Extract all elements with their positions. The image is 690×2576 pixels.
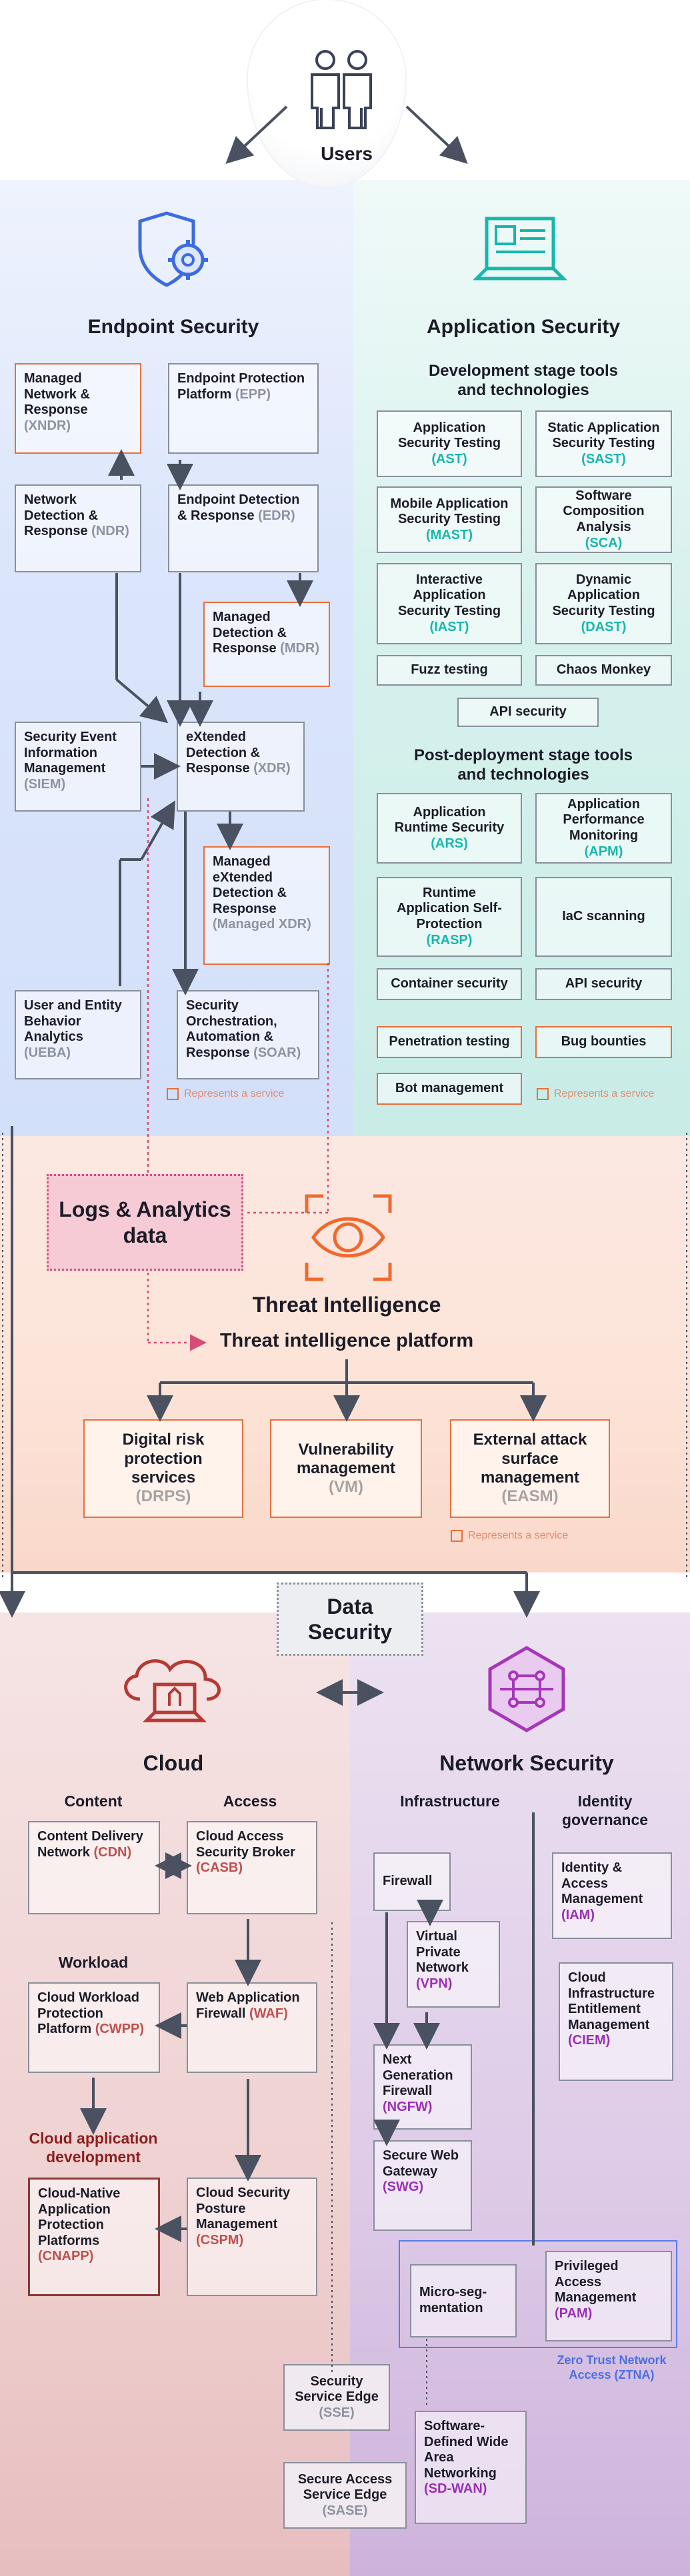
box-micro-segmentation: Micro-seg-mentation xyxy=(410,2264,517,2337)
cloud-title: Cloud xyxy=(143,1751,204,1775)
post-deploy-heading: Post-deployment stage tools and technolo… xyxy=(413,746,633,784)
endpoint-title: Endpoint Security xyxy=(87,316,259,338)
box-ast: Application Security Testing (AST) xyxy=(377,410,522,477)
box-pentest: Penetration testing xyxy=(377,1026,522,1058)
box-bot-management: Bot management xyxy=(377,1073,522,1105)
box-managed-xdr: Managed eXtended Detection & Response (M… xyxy=(203,846,330,965)
box-vm: Vulnerability management (VM) xyxy=(270,1419,422,1518)
box-ciem: Cloud Infrastructure Entitlement Managem… xyxy=(559,1962,673,2081)
dev-stage-heading: Development stage tools and technologies xyxy=(428,362,619,399)
laptop-code-icon xyxy=(473,217,568,281)
infrastructure-heading: Infrastructure xyxy=(400,1792,500,1810)
ztna-group xyxy=(399,2240,677,2348)
threat-title: Threat Intelligence xyxy=(252,1293,441,1317)
content-heading: Content xyxy=(64,1792,123,1810)
legend-swatch xyxy=(537,1088,549,1100)
users-label: Users xyxy=(321,143,373,164)
box-sca: Software Composition Analysis (SCA) xyxy=(535,486,672,553)
box-firewall: Firewall xyxy=(373,1852,451,1911)
box-sd-wan: Software-Defined Wide Area Networking (S… xyxy=(415,2411,527,2524)
box-fuzz: Fuzz testing xyxy=(377,655,522,686)
access-heading: Access xyxy=(223,1792,277,1810)
box-cdn: Content Delivery Network (CDN) xyxy=(28,1821,160,1914)
legend-swatch xyxy=(167,1088,179,1100)
box-sse: Security Service Edge (SSE) xyxy=(283,2364,390,2431)
cloud-laptop-icon xyxy=(124,1659,221,1722)
box-ueba: User and Entity Behavior Analytics (UEBA… xyxy=(15,990,141,1079)
box-iast: Interactive Application Security Testing… xyxy=(377,563,522,644)
box-waf: Web Application Firewall (WAF) xyxy=(187,1982,317,2073)
box-soar: Security Orchestration, Automation & Res… xyxy=(177,990,319,1079)
box-edr: Endpoint Detection & Response (EDR) xyxy=(168,484,319,572)
network-chip-icon xyxy=(488,1646,565,1732)
logs-analytics-box: Logs & Analytics data xyxy=(47,1174,243,1271)
box-cnapp: Cloud-Native Application Protection Plat… xyxy=(28,2178,160,2296)
box-container: Container security xyxy=(377,968,522,1000)
box-rasp: Runtime Application Self-Protection (RAS… xyxy=(377,877,522,957)
application-legend: Represents a service xyxy=(537,1088,654,1100)
legend-swatch xyxy=(451,1530,463,1542)
box-swg: Secure Web Gateway (SWG) xyxy=(373,2140,472,2231)
box-ars: Application Runtime Security (ARS) xyxy=(377,793,522,864)
box-vpn: Virtual Private Network (VPN) xyxy=(407,1921,500,2008)
network-title: Network Security xyxy=(439,1751,614,1775)
threat-legend: Represents a service xyxy=(451,1530,568,1542)
box-siem: Security Event Information Management (S… xyxy=(15,722,141,812)
cloud-appdev-heading: Cloud application development xyxy=(29,2130,158,2166)
box-apm: Application Performance Monitoring (APM) xyxy=(535,793,672,864)
box-casb: Cloud Access Security Broker (CASB) xyxy=(187,1821,317,1914)
workload-heading: Workload xyxy=(58,1954,129,1971)
box-easm: External attack surface management (EASM… xyxy=(450,1419,610,1518)
shield-gear-icon xyxy=(138,211,208,287)
data-security-box: Data Security xyxy=(277,1583,423,1656)
box-sast: Static Application Security Testing (SAS… xyxy=(535,410,672,477)
box-mast: Mobile Application Security Testing (MAS… xyxy=(377,486,522,553)
threat-platform-label: Threat intelligence platform xyxy=(219,1330,474,1351)
box-iam: Identity & Access Management (IAM) xyxy=(552,1852,672,1939)
eye-icon xyxy=(305,1194,392,1281)
box-api-dev: API security xyxy=(457,698,599,727)
endpoint-legend: Represents a service xyxy=(167,1088,284,1100)
box-drps: Digital risk protection services (DRPS) xyxy=(83,1419,243,1518)
box-bug-bounties: Bug bounties xyxy=(535,1026,672,1058)
box-cspm: Cloud Security Posture Management (CSPM) xyxy=(187,2178,317,2296)
ztna-label: Zero Trust Network Access (ZTNA) xyxy=(557,2353,667,2381)
identity-heading: Identity governance xyxy=(561,1792,649,1828)
users-icon xyxy=(311,50,372,129)
box-api-post: API security xyxy=(535,968,672,1000)
box-pam: Privileged Access Management (PAM) xyxy=(545,2251,672,2341)
box-dast: Dynamic Application Security Testing (DA… xyxy=(535,563,672,644)
box-cwpp: Cloud Workload Protection Platform (CWPP… xyxy=(28,1982,160,2073)
box-xndr: Managed Network & Response (XNDR) xyxy=(15,363,141,454)
box-xdr: eXtended Detection & Response (XDR) xyxy=(177,722,305,812)
box-sase: Secure Access Service Edge (SASE) xyxy=(283,2462,407,2529)
box-epp: Endpoint Protection Platform (EPP) xyxy=(168,363,319,454)
box-chaos: Chaos Monkey xyxy=(535,655,672,686)
box-ndr: Network Detection & Response (NDR) xyxy=(15,484,141,572)
box-iac: IaC scanning xyxy=(535,877,672,957)
box-ngfw: Next Generation Firewall (NGFW) xyxy=(373,2044,472,2130)
box-mdr: Managed Detection & Response (MDR) xyxy=(203,602,330,687)
application-title: Application Security xyxy=(426,316,621,338)
